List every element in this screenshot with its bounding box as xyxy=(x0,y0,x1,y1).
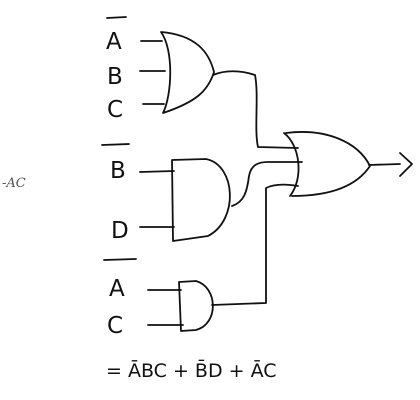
left-fragment-text: -AC xyxy=(2,176,26,191)
and-gate-2 xyxy=(171,158,231,242)
label-g1-a-text: A xyxy=(106,29,122,55)
label-g3-a: A xyxy=(103,258,137,302)
label-g3-a-text: A xyxy=(109,276,125,302)
boolean-equation: = ĀBC + B̄D + ĀC xyxy=(106,358,277,382)
wire-g3-out xyxy=(211,183,299,306)
label-g1-a: A xyxy=(106,16,127,55)
wire-g1-out xyxy=(212,70,299,149)
or-gate-4 xyxy=(283,131,371,197)
and-gate-2-body xyxy=(171,158,231,242)
label-g1-b-text: B xyxy=(107,64,123,90)
label-g1-c-text: C xyxy=(107,97,123,123)
label-g2-b: B xyxy=(101,143,130,184)
wire-g2-in-b xyxy=(139,170,175,173)
or-gate-1-body xyxy=(160,31,215,114)
label-g3-c-text: C xyxy=(107,313,123,339)
or-gate-4-back-curve xyxy=(283,132,300,197)
or-gate-4-body xyxy=(285,131,371,197)
overbar-g1-a xyxy=(106,16,127,19)
overbar-g2-b xyxy=(101,143,130,146)
and-gate-3-body xyxy=(178,280,214,332)
overbar-g3-a xyxy=(103,258,137,261)
output-arrow-icon xyxy=(399,152,413,177)
or-gate-1 xyxy=(160,31,215,114)
wire-g2-out xyxy=(231,161,303,207)
wire-g4-out xyxy=(368,163,401,166)
and-gate-3 xyxy=(178,280,214,332)
label-g2-b-text: B xyxy=(110,158,126,184)
label-g2-d-text: D xyxy=(111,218,129,244)
